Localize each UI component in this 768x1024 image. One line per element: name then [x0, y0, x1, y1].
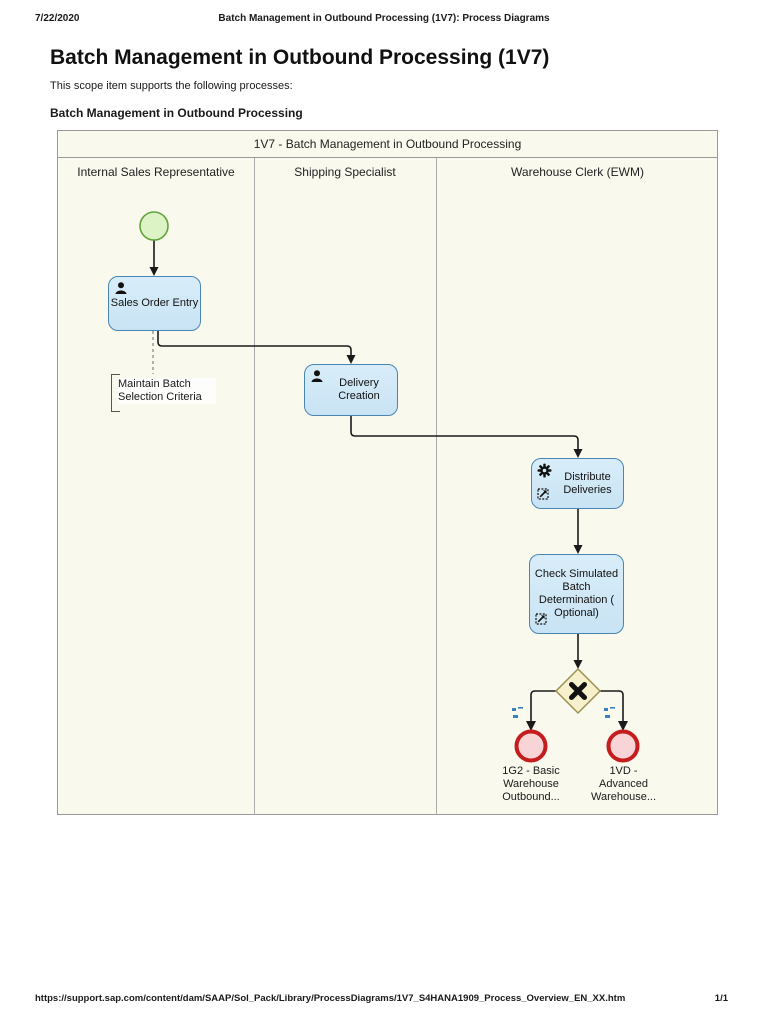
header-date: 7/22/2020 [35, 13, 80, 24]
task-distribute-deliveries: Distribute Deliveries [531, 458, 624, 509]
person-icon [114, 281, 128, 299]
lane-label-warehouse-clerk: Warehouse Clerk (EWM) [511, 165, 644, 179]
sequence-flow [350, 416, 579, 450]
end-event-advanced-warehouse [606, 729, 640, 763]
link-icon [535, 613, 547, 629]
flow-connectors [139, 211, 640, 763]
process-diagram: 1V7 - Batch Management in Outbound Proce… [57, 130, 718, 815]
diagram-title: 1V7 - Batch Management in Outbound Proce… [58, 131, 717, 158]
annotation-bracket [111, 374, 120, 412]
start-event [139, 211, 169, 241]
task-sales-order-entry: Sales Order Entry [108, 276, 201, 331]
link-marker-icon [604, 707, 615, 718]
end-event-label-basic: 1G2 - Basic Warehouse Outbound... [502, 765, 560, 804]
sequence-flow [157, 331, 352, 356]
lane-separator [436, 158, 437, 815]
footer-url: https://support.sap.com/content/dam/SAAP… [35, 993, 626, 1004]
task-label: Check Simulated Batch Determination ( Op… [534, 568, 619, 619]
end-event-basic-warehouse [514, 729, 548, 763]
gateway-x-icon [569, 682, 587, 700]
end-event-label-advanced: 1VD - Advanced Warehouse... [590, 765, 656, 804]
sequence-flow [530, 690, 556, 722]
person-icon [310, 369, 324, 387]
lane-label-shipping-specialist: Shipping Specialist [294, 165, 396, 179]
task-label: Delivery Creation [338, 377, 380, 402]
link-icon [537, 488, 549, 504]
task-label: Distribute Deliveries [563, 470, 612, 496]
task-delivery-creation: Delivery Creation [304, 364, 398, 416]
link-marker-icon [512, 707, 523, 718]
lane-label-internal-sales: Internal Sales Representative [77, 165, 235, 179]
section-heading: Batch Management in Outbound Processing [50, 106, 303, 120]
page-subtitle: This scope item supports the following p… [50, 80, 293, 92]
gear-icon [537, 463, 552, 482]
task-check-simulated-batch-determination: Check Simulated Batch Determination ( Op… [529, 554, 624, 634]
header-doc-title: Batch Management in Outbound Processing … [218, 13, 550, 24]
footer-page-indicator: 1/1 [714, 993, 728, 1004]
page-title: Batch Management in Outbound Processing … [50, 46, 550, 69]
lane-separator [254, 158, 255, 815]
annotation-text: Maintain Batch Selection Criteria [118, 378, 216, 405]
task-label: Sales Order Entry [110, 297, 199, 310]
sequence-flow [600, 690, 624, 722]
